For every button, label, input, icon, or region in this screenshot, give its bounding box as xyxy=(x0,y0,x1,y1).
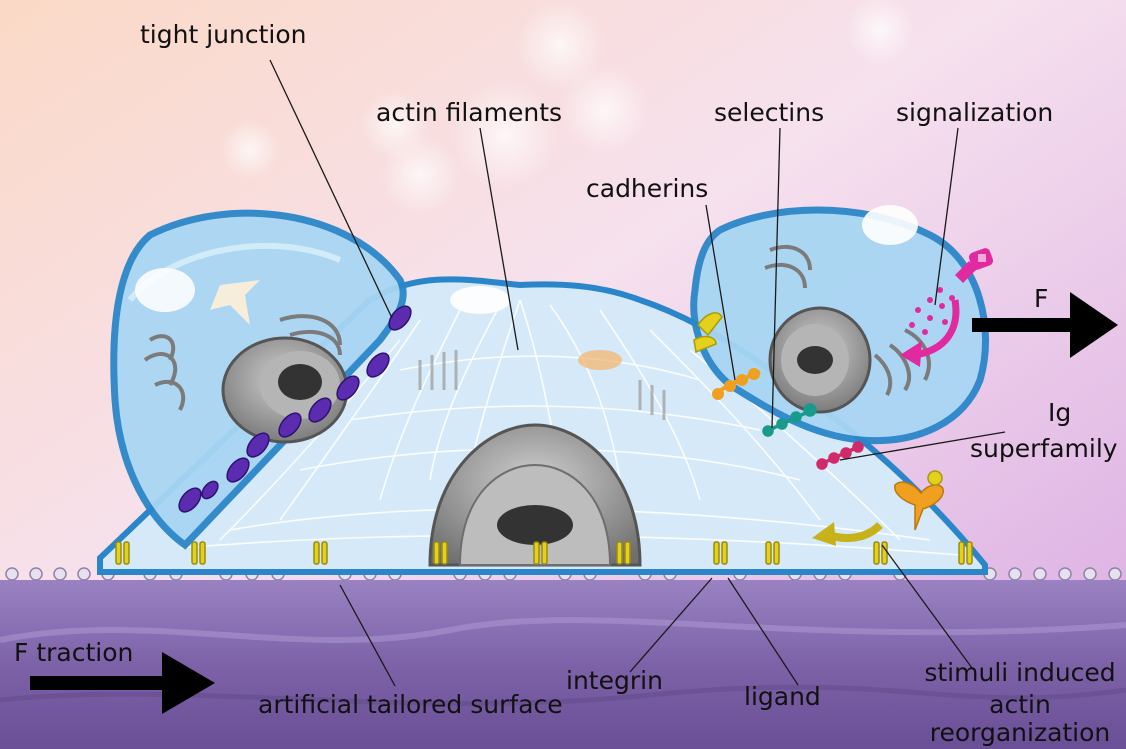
right-nucleus xyxy=(770,308,870,412)
label-stimuli-line1: stimuli induced xyxy=(920,658,1120,688)
label-f-traction: F traction xyxy=(14,638,133,668)
centrosome xyxy=(450,286,510,314)
label-stimuli-line2: actin xyxy=(920,690,1120,720)
label-actin-filaments: actin filaments xyxy=(376,98,562,128)
label-integrin: integrin xyxy=(566,666,663,696)
label-ig: Ig xyxy=(1048,398,1071,428)
label-selectins: selectins xyxy=(714,98,824,128)
right-centrosome xyxy=(862,205,918,245)
label-superfamily: superfamily xyxy=(970,434,1118,464)
label-stimuli-line3: reorganization xyxy=(920,718,1120,748)
label-cadherins: cadherins xyxy=(586,174,708,204)
left-centrosome xyxy=(135,268,195,312)
label-signalization: signalization xyxy=(896,98,1053,128)
label-tight-junction: tight junction xyxy=(140,20,306,50)
golgi-blob xyxy=(578,350,622,370)
label-force: F xyxy=(1034,284,1048,314)
label-ligand: ligand xyxy=(744,682,821,712)
label-artificial-surface: artificial tailored surface xyxy=(258,690,563,720)
